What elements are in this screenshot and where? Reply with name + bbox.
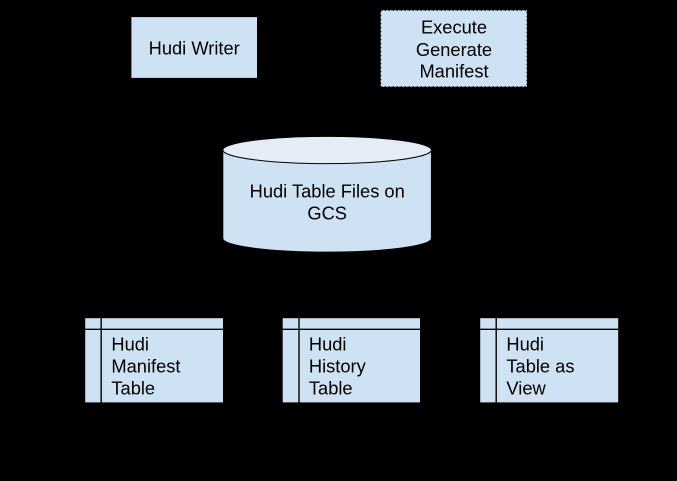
svg-text:Hudi: Hudi	[111, 334, 149, 355]
svg-text:Hudi Table Files on: Hudi Table Files on	[250, 181, 405, 202]
svg-text:View: View	[506, 378, 546, 399]
svg-text:Hudi Writer: Hudi Writer	[149, 38, 240, 59]
svg-text:Table: Table	[111, 378, 155, 399]
svg-text:History: History	[309, 356, 367, 377]
svg-text:GCS: GCS	[307, 203, 347, 224]
svg-text:Hudi: Hudi	[309, 334, 347, 355]
svg-text:Execute: Execute	[421, 17, 487, 38]
svg-text:Generate: Generate	[416, 39, 492, 60]
svg-text:Manifest: Manifest	[419, 61, 488, 82]
svg-text:Table as: Table as	[506, 356, 574, 377]
svg-text:Table: Table	[309, 378, 353, 399]
svg-text:Hudi: Hudi	[506, 334, 544, 355]
svg-text:Manifest: Manifest	[111, 356, 180, 377]
